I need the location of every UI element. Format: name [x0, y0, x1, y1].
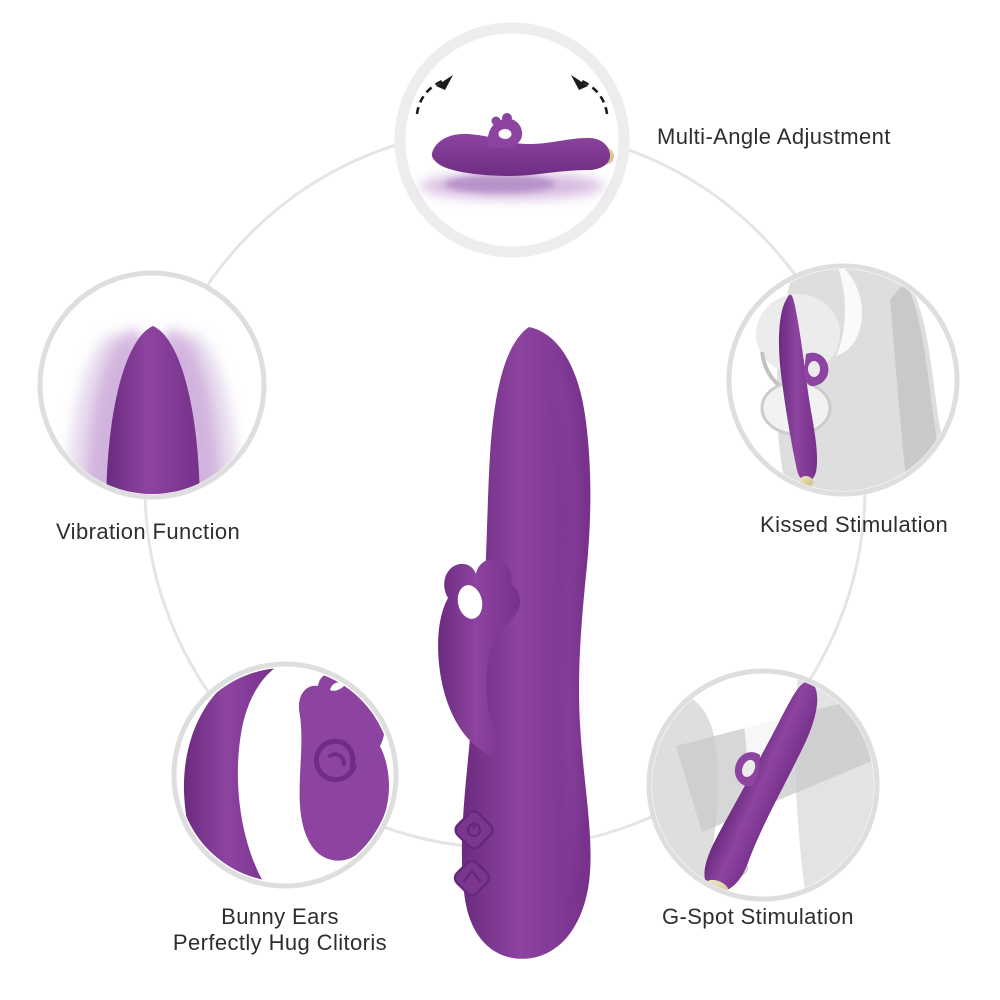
- rotate-arrow-right-head: [571, 75, 588, 90]
- body-torso-illustration: [756, 269, 952, 491]
- rotate-arrow-right-icon: [581, 79, 609, 115]
- feature-label-kissed: Kissed Stimulation: [760, 512, 949, 537]
- bunny-ears-arm: [438, 559, 521, 756]
- power-button-glyph: [454, 810, 494, 850]
- rabbit-vibrator-product-photo: [438, 327, 591, 959]
- feature-label-gspot: G-Spot Stimulation: [662, 904, 854, 929]
- rotate-arrow-left-icon: [415, 79, 443, 115]
- rotate-arrow-left-head: [436, 75, 453, 90]
- feature-label-bunny-line2: Perfectly Hug Clitoris: [172, 930, 388, 955]
- product-rotating-illustration: [431, 113, 611, 176]
- feature-label-multi-angle: Multi-Angle Adjustment: [657, 124, 891, 149]
- feature-label-bunny: Bunny Ears Perfectly Hug Clitoris: [105, 904, 455, 956]
- bunny-ears-closeup-illustration: [183, 668, 389, 882]
- gspot-circle: [646, 668, 880, 902]
- wave-button-glyph: [453, 859, 491, 897]
- multi-angle-circle: [394, 22, 630, 258]
- feature-label-vibration: Vibration Function: [56, 519, 241, 544]
- feature-label-bunny-line1: Bunny Ears: [221, 904, 339, 929]
- bunny-circle: [171, 661, 399, 889]
- mini-product-icon: [778, 294, 829, 488]
- kissed-circle: [726, 263, 960, 497]
- vibration-circle: [37, 270, 267, 500]
